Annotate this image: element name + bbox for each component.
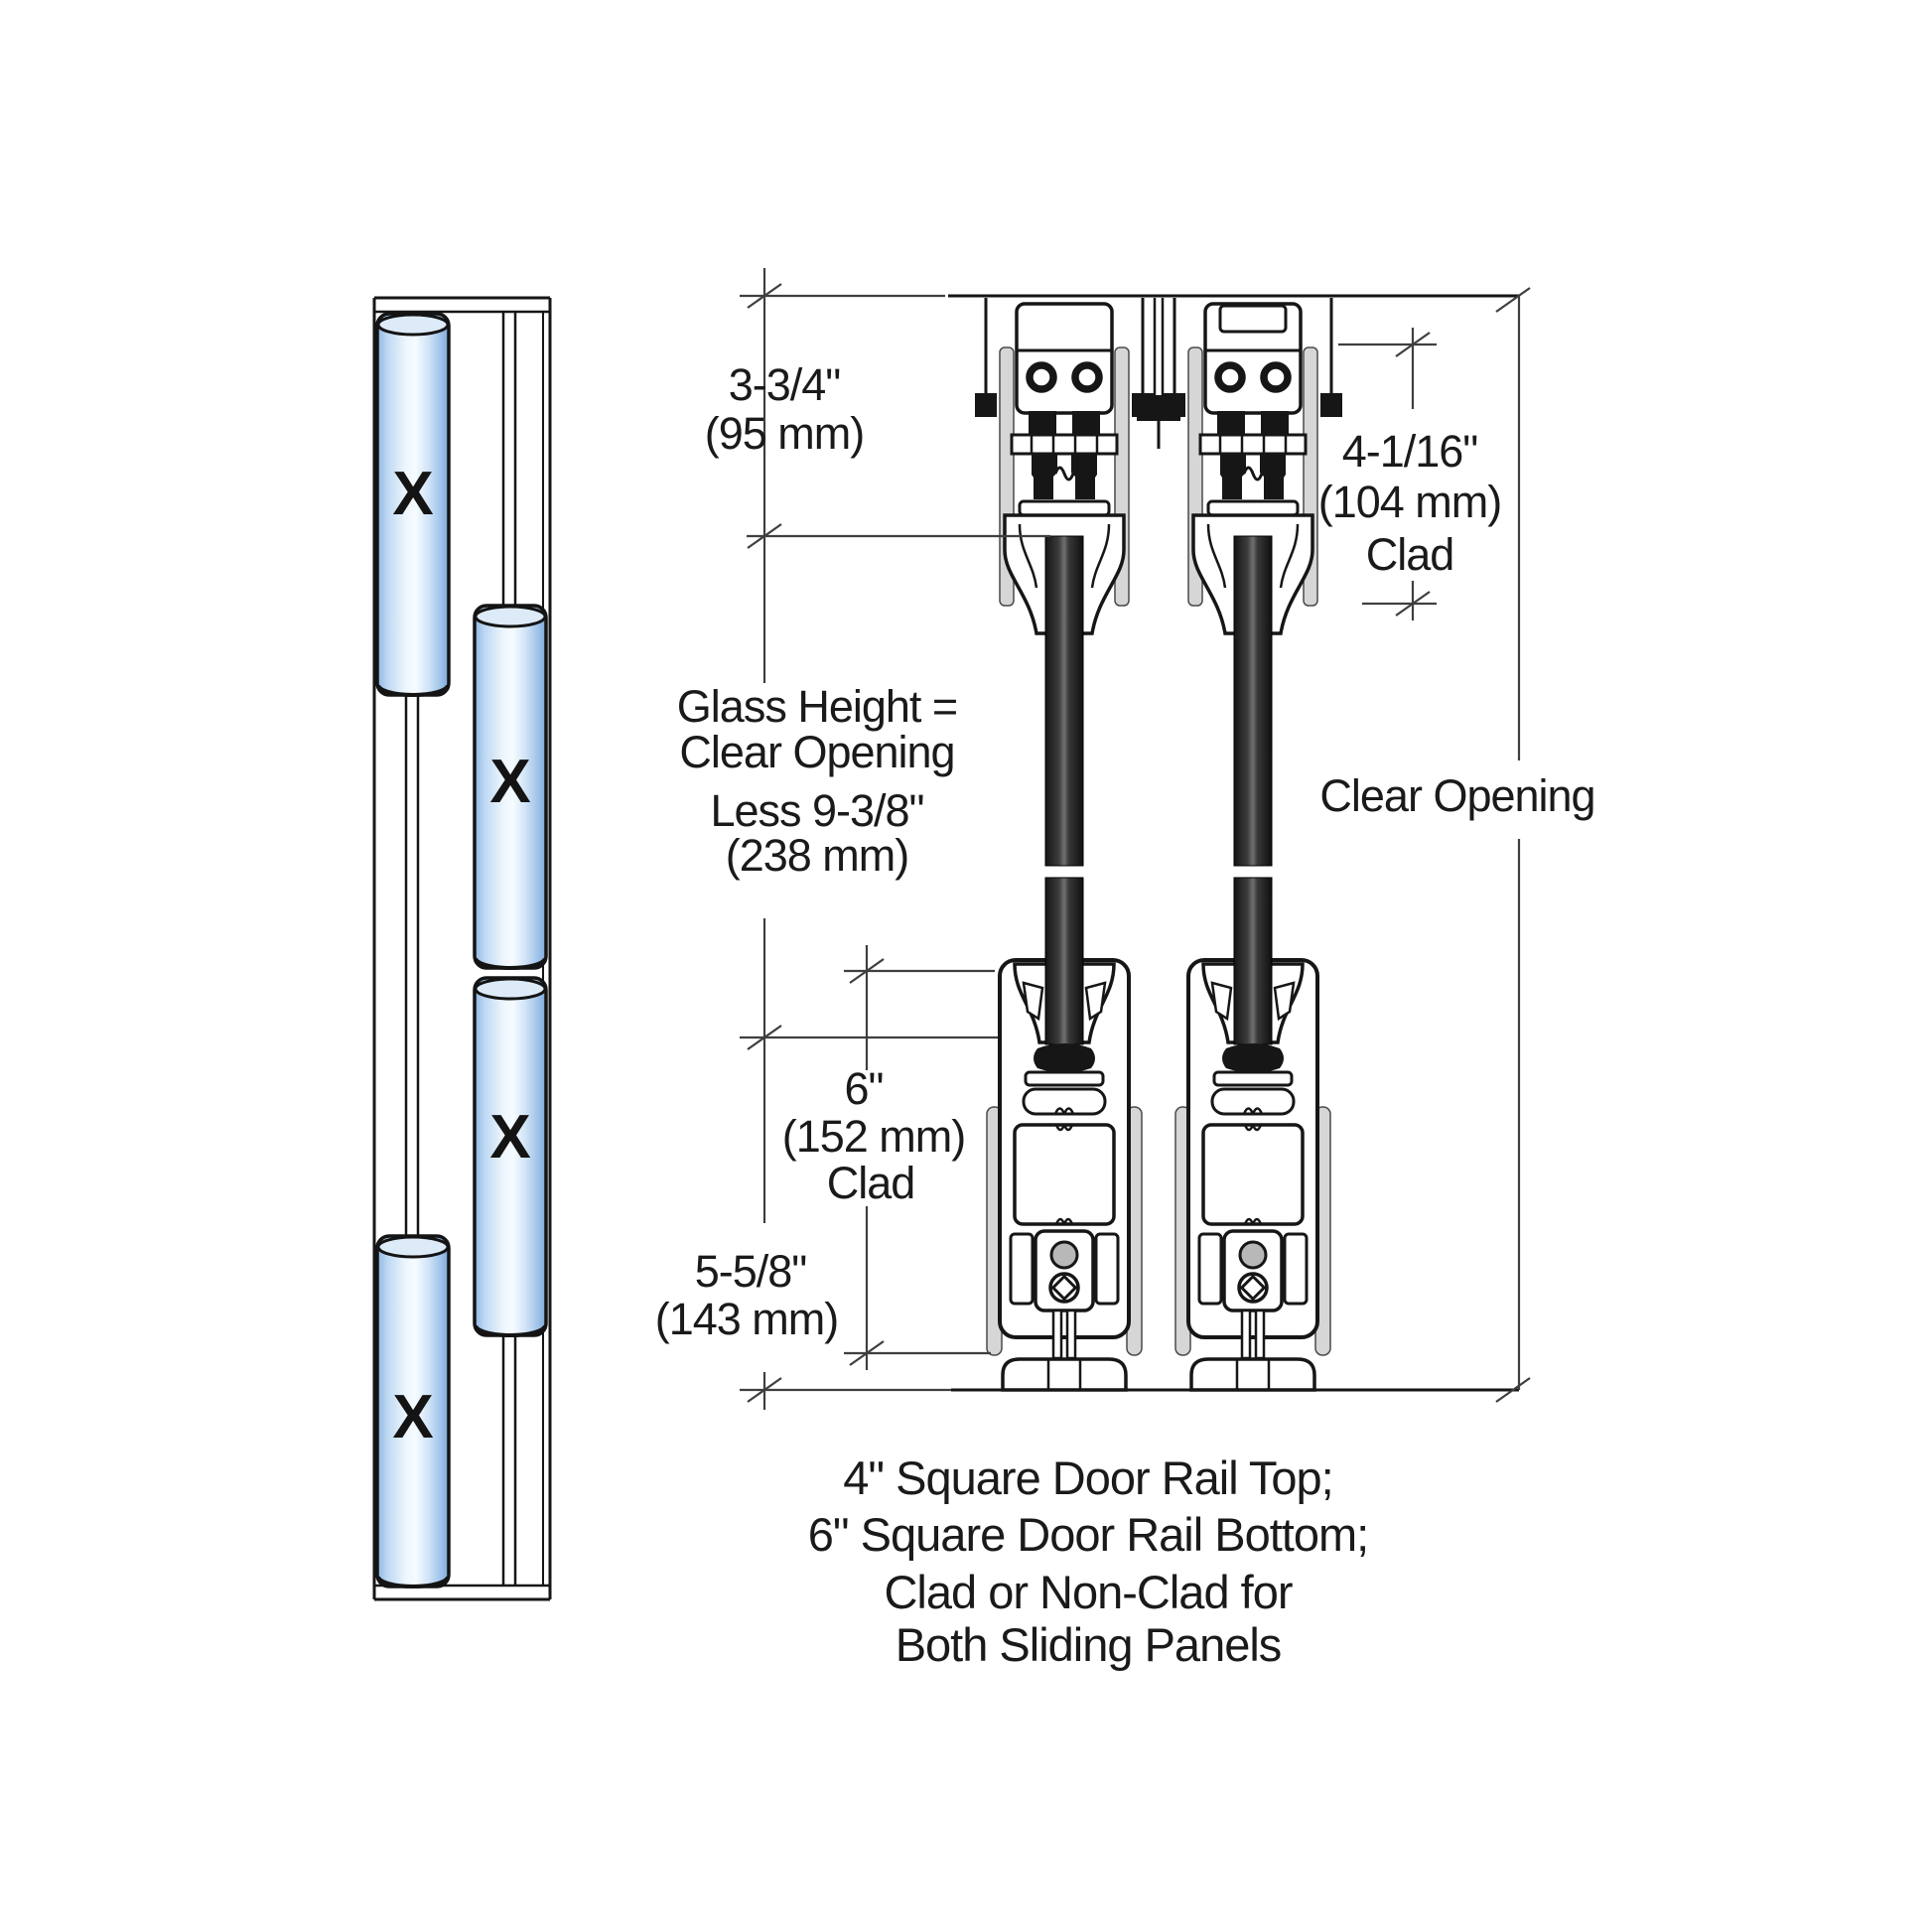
- dim-top-left-metric: (95 mm): [705, 408, 865, 459]
- dimension-labels: 3-3/4" (95 mm) 4-1/16" (104 mm) Clad Gla…: [655, 359, 1596, 1344]
- panel-marker-1: X: [392, 460, 433, 528]
- dim-bottom-mid-note: Clad: [827, 1158, 915, 1208]
- bottom-rail-left: [985, 876, 1144, 1392]
- sliding-panel-2: X: [473, 604, 548, 970]
- caption-line2: 6" Square Door Rail Bottom;: [808, 1508, 1368, 1561]
- dim-top-left-value: 3-3/4": [729, 359, 841, 410]
- top-carriage-right: [1164, 298, 1342, 866]
- dim-top-right-value: 4-1/16": [1342, 426, 1478, 477]
- dim-top-right-metric: (104 mm): [1318, 477, 1502, 527]
- panel-marker-2: X: [489, 748, 530, 816]
- glass-height-line4: (238 mm): [726, 830, 909, 881]
- panel-marker-3: X: [489, 1103, 530, 1172]
- caption: 4" Square Door Rail Top; 6" Square Door …: [808, 1451, 1369, 1671]
- dim-bottom-mid-value: 6": [844, 1063, 883, 1114]
- dim-bottom-left-metric: (143 mm): [655, 1294, 839, 1344]
- sliding-panel-4: X: [375, 1234, 451, 1588]
- track-center-connector: [1137, 298, 1180, 449]
- panel-rods: [404, 312, 517, 1586]
- dimension-ticks: [747, 283, 1531, 1403]
- glass-height-line1: Glass Height =: [677, 681, 957, 732]
- glass-height-line2: Clear Opening: [679, 727, 954, 777]
- dim-bottom-mid-metric: (152 mm): [782, 1111, 966, 1162]
- bottom-rail-right: [1173, 876, 1332, 1392]
- top-rail-section: [948, 296, 1519, 866]
- dim-bottom-left-value: 5-5/8": [695, 1246, 807, 1297]
- caption-line4: Both Sliding Panels: [896, 1618, 1282, 1671]
- elevation-view: X X X X: [372, 296, 552, 1601]
- caption-line3: Clad or Non-Clad for: [884, 1566, 1292, 1618]
- top-carriage-left: [975, 298, 1154, 866]
- dimension-lines: [740, 268, 1531, 1410]
- carriage-adjuster-notch: [1218, 304, 1288, 334]
- dim-top-right-note: Clad: [1366, 529, 1454, 580]
- caption-line1: 4" Square Door Rail Top;: [843, 1451, 1332, 1504]
- bottom-rail-section: [951, 876, 1519, 1392]
- panel-marker-4: X: [392, 1383, 433, 1451]
- clear-opening-label: Clear Opening: [1319, 770, 1594, 821]
- glass-height-line3: Less 9-3/8": [710, 785, 923, 836]
- sliding-panel-3: X: [473, 976, 548, 1337]
- sliding-panel-1: X: [375, 312, 451, 697]
